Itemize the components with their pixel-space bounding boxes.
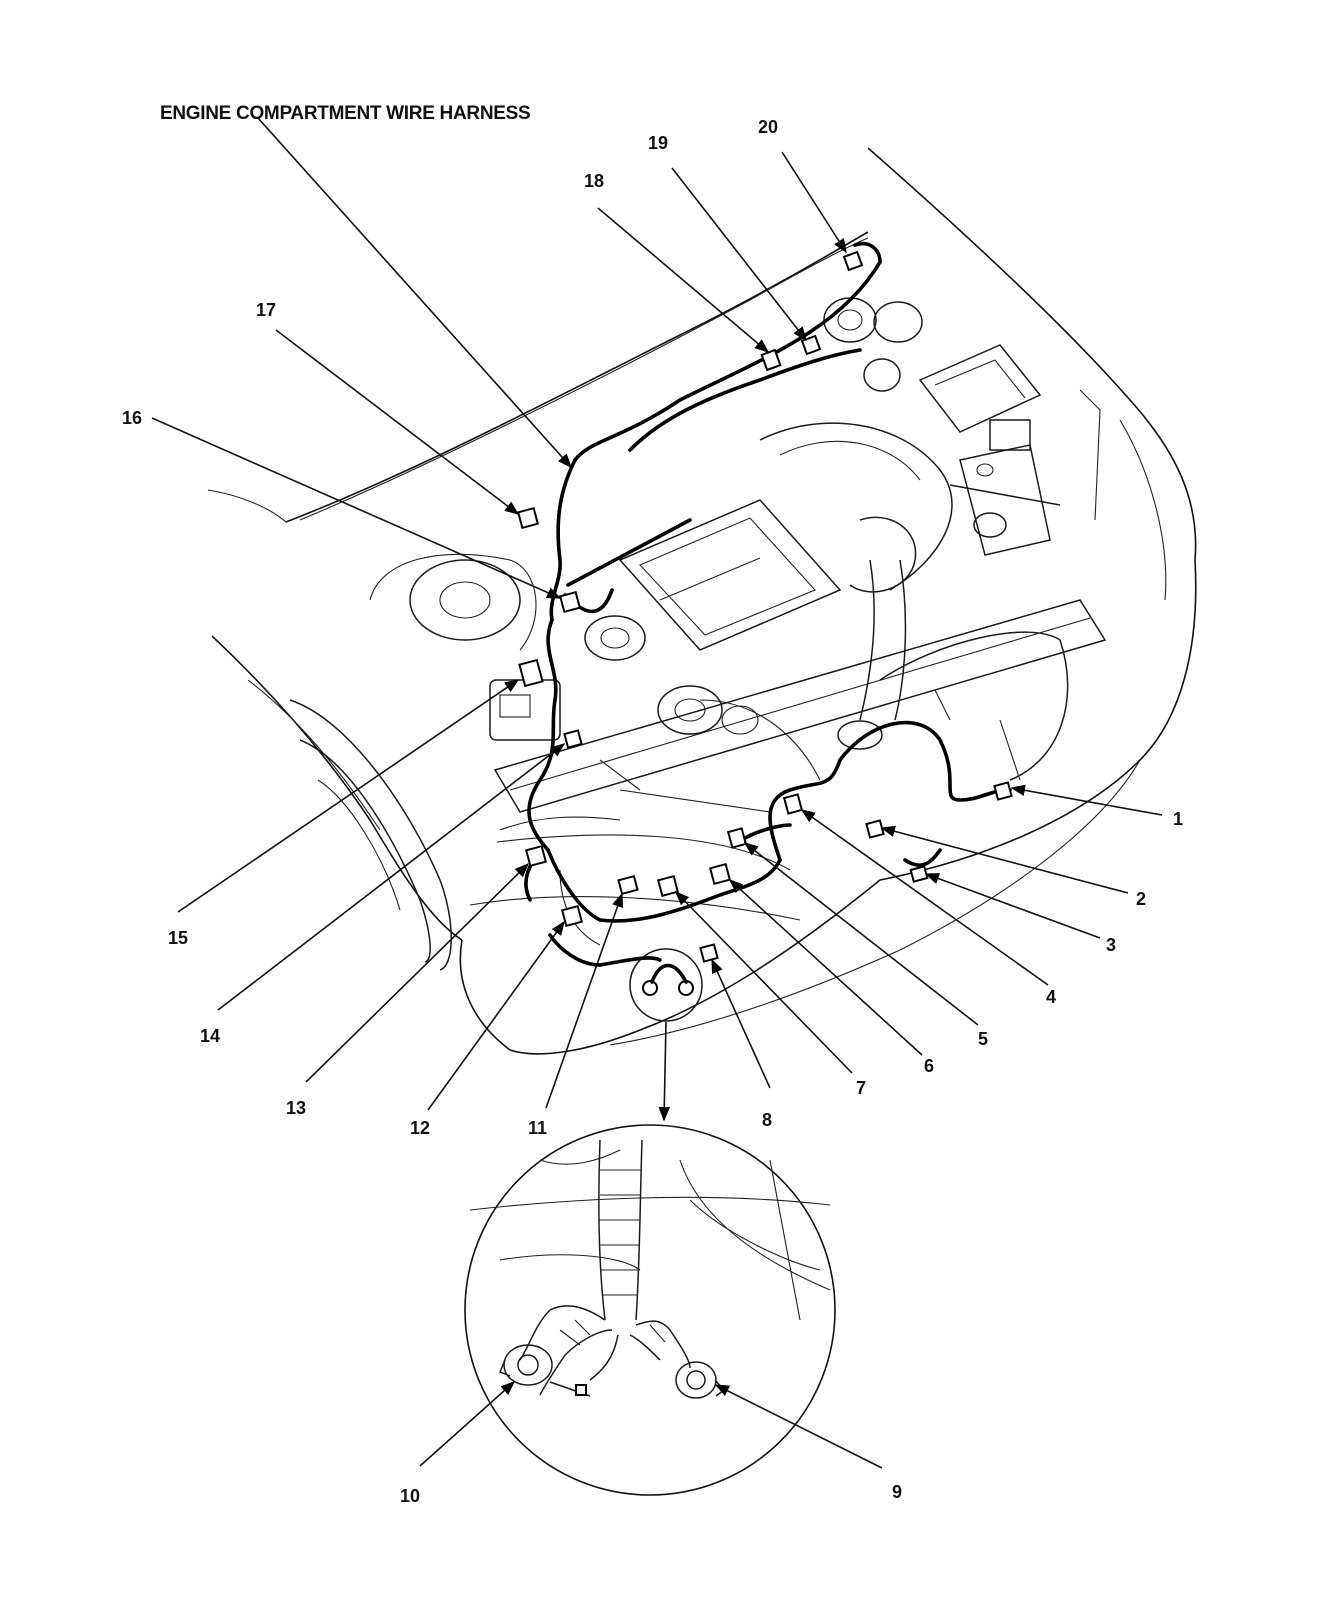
connector-20 [842, 250, 864, 272]
vehicle-body-outline [207, 147, 1197, 1055]
connector-12 [560, 904, 584, 928]
callout-8: 8 [762, 1110, 772, 1130]
ground-point-circle [629, 948, 703, 1022]
connector-16 [558, 590, 582, 614]
callout-19: 19 [648, 133, 668, 153]
connector-7 [656, 874, 680, 898]
connector-6 [708, 862, 732, 886]
callout-6: 6 [924, 1056, 934, 1076]
connector-1 [993, 781, 1013, 801]
callout-3: 3 [1106, 935, 1116, 955]
callout-14: 14 [200, 1026, 220, 1046]
callout-2: 2 [1136, 889, 1146, 909]
diagram-title: ENGINE COMPARTMENT WIRE HARNESS [160, 103, 530, 124]
labels: ENGINE COMPARTMENT WIRE HARNESS 1 2 3 4 … [122, 103, 1183, 1506]
callout-20: 20 [758, 117, 778, 137]
callout-17: 17 [256, 300, 276, 320]
connector-3 [909, 865, 929, 883]
leader-lines [151, 117, 1163, 1469]
connector-2 [865, 819, 885, 839]
connector-13 [524, 844, 548, 868]
detail-inset-circle [464, 1124, 836, 1496]
connectors [516, 250, 1013, 1022]
harness-wires [524, 242, 1012, 967]
callout-13: 13 [286, 1098, 306, 1118]
callout-9: 9 [892, 1482, 902, 1502]
callout-16: 16 [122, 408, 142, 428]
connector-5 [726, 827, 748, 849]
detail-pointer-arrow [658, 1021, 671, 1122]
connector-14 [563, 729, 583, 749]
detail-inset [464, 1021, 836, 1496]
callout-5: 5 [978, 1029, 988, 1049]
callout-11: 11 [528, 1118, 547, 1138]
callout-7: 7 [856, 1078, 866, 1098]
connector-8 [699, 943, 719, 963]
connector-15 [518, 658, 544, 688]
connector-11 [617, 874, 639, 896]
callout-4: 4 [1046, 987, 1056, 1007]
connector-17 [516, 506, 540, 530]
callout-10: 10 [400, 1486, 420, 1506]
callout-12: 12 [410, 1118, 430, 1138]
callout-15: 15 [168, 928, 188, 948]
callout-18: 18 [584, 171, 604, 191]
callout-1: 1 [1173, 809, 1183, 829]
connector-4 [782, 793, 804, 815]
